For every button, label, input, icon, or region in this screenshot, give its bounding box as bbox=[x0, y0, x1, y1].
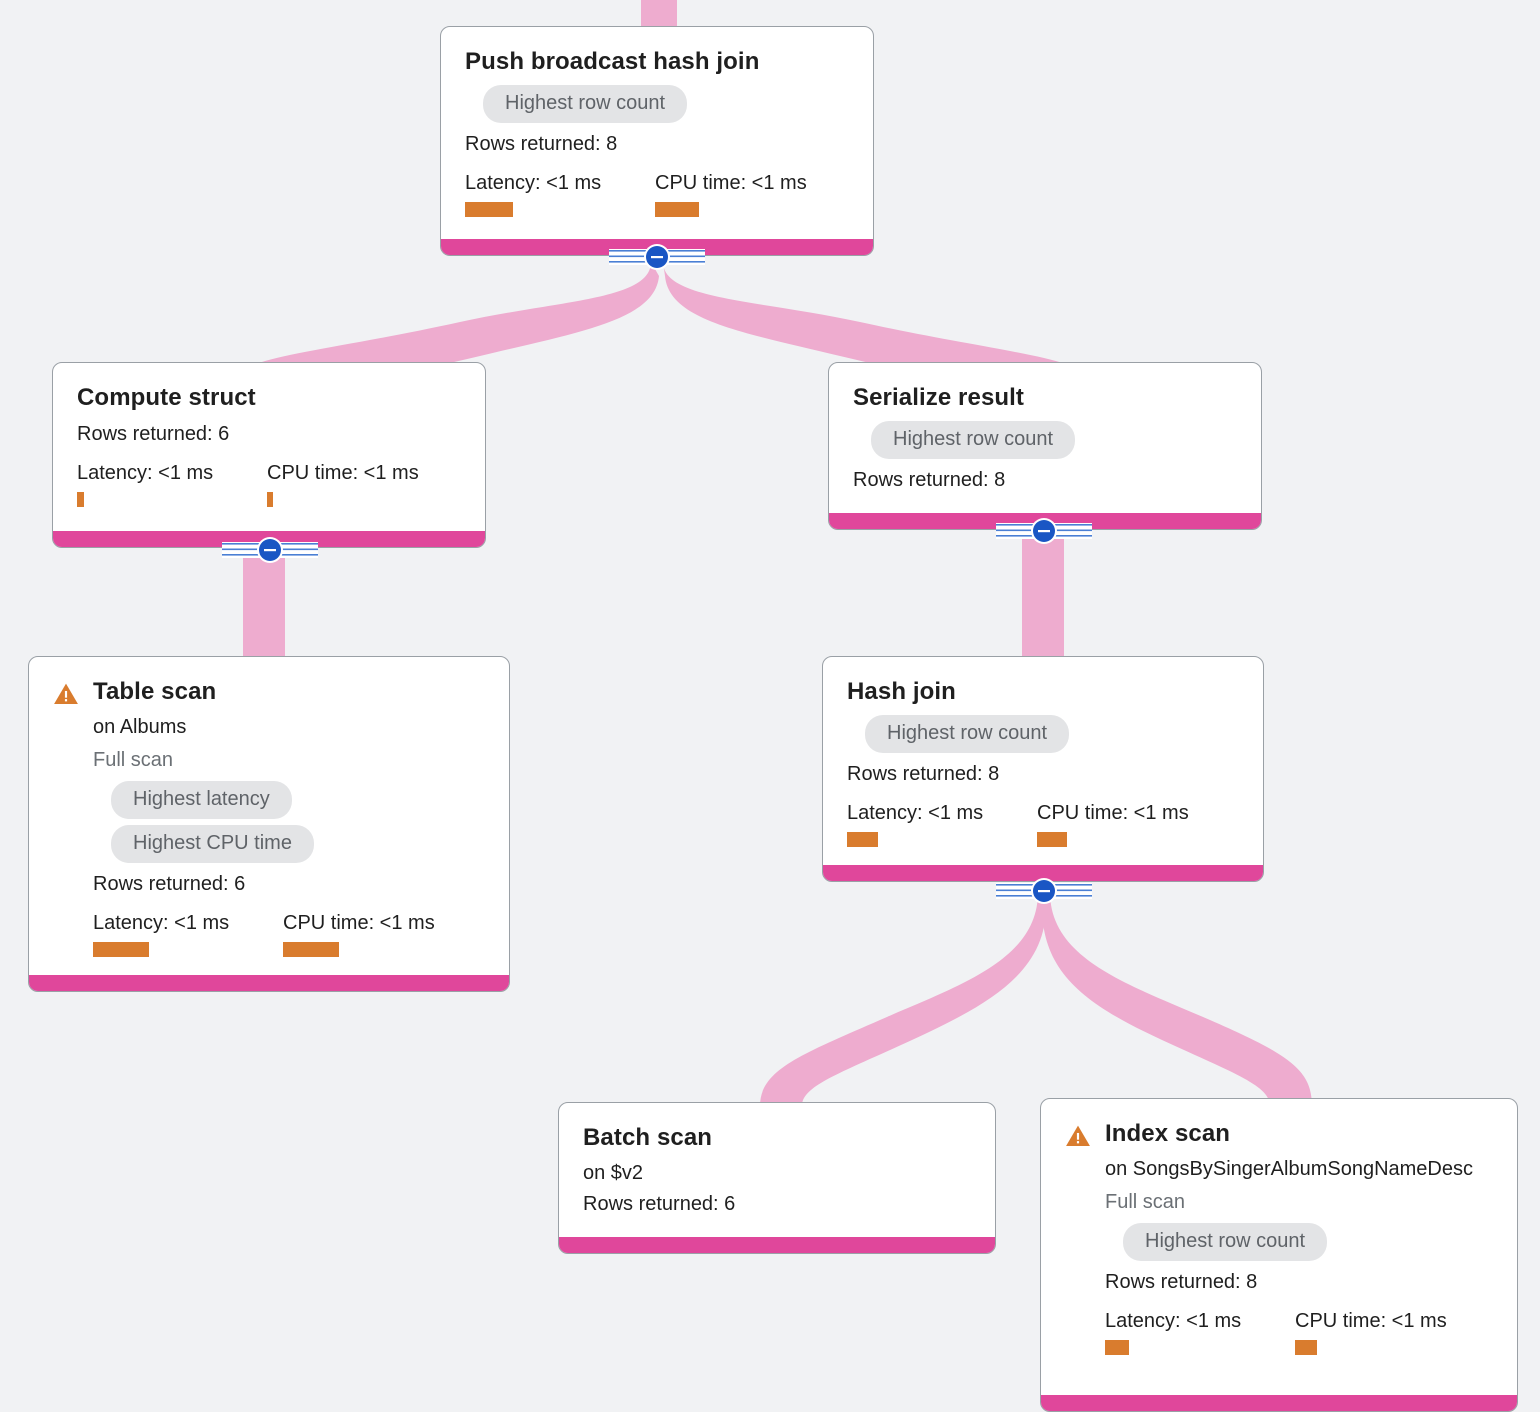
metrics-row: Latency: <1 ms CPU time: <1 ms bbox=[93, 912, 485, 957]
metric-cpu-time: CPU time: <1 ms bbox=[1037, 802, 1189, 847]
chip-highest-row-count[interactable]: Highest row count bbox=[865, 715, 1070, 753]
rows-returned: Rows returned: 6 bbox=[93, 873, 246, 895]
node-compute-struct[interactable]: Compute struct Rows returned: 6 Latency:… bbox=[52, 362, 486, 548]
metrics-row: Latency: <1 ms CPU time: <1 ms bbox=[1105, 1310, 1493, 1355]
node-title: Push broadcast hash join bbox=[465, 48, 760, 75]
node-title: Batch scan bbox=[583, 1124, 713, 1151]
rows-returned: Rows returned: 6 bbox=[77, 423, 230, 445]
node-batch-scan[interactable]: Batch scan on $v2 Rows returned: 6 bbox=[558, 1102, 996, 1254]
metrics-row: Latency: <1 ms CPU time: <1 ms bbox=[465, 172, 807, 217]
node-hash-join[interactable]: Hash join Highest row count Rows returne… bbox=[822, 656, 1264, 882]
metric-cpu-time-label: CPU time: <1 ms bbox=[655, 172, 807, 194]
rows-returned: Rows returned: 8 bbox=[847, 763, 1000, 785]
metric-cpu-time-bar bbox=[267, 492, 273, 507]
metric-cpu-time: CPU time: <1 ms bbox=[1295, 1310, 1447, 1355]
metric-cpu-time-label: CPU time: <1 ms bbox=[267, 462, 419, 484]
edge-hash-join-to-batch-scan bbox=[760, 892, 1046, 1106]
node-footer-bar bbox=[1041, 1395, 1517, 1411]
chip-highest-row-count[interactable]: Highest row count bbox=[1123, 1223, 1328, 1261]
metric-latency-bar bbox=[1105, 1340, 1129, 1355]
chip-highest-row-count[interactable]: Highest row count bbox=[871, 421, 1076, 459]
chip-row: Highest latency bbox=[93, 781, 485, 819]
node-footer-bar bbox=[559, 1237, 995, 1253]
rows-returned: Rows returned: 8 bbox=[853, 469, 1006, 491]
metric-cpu-time-bar bbox=[283, 942, 339, 957]
scan-target: on SongsBySingerAlbumSongNameDesc bbox=[1105, 1158, 1473, 1180]
metric-cpu-time: CPU time: <1 ms bbox=[267, 462, 419, 507]
node-title: Index scan bbox=[1105, 1120, 1231, 1147]
metric-cpu-time-bar bbox=[1037, 832, 1067, 847]
chip-row: Highest row count bbox=[847, 715, 1189, 753]
warning-triangle-icon bbox=[54, 683, 78, 704]
chip-highest-latency[interactable]: Highest latency bbox=[111, 781, 292, 819]
scan-target: on $v2 bbox=[583, 1162, 644, 1184]
node-title: Table scan bbox=[93, 678, 217, 705]
node-footer-bar bbox=[823, 865, 1263, 881]
chip-row: Highest row count bbox=[1105, 1223, 1493, 1261]
collapse-button-hash-join[interactable] bbox=[996, 878, 1092, 904]
metric-cpu-time-label: CPU time: <1 ms bbox=[1295, 1310, 1447, 1332]
node-table-scan[interactable]: Table scan on Albums Full scan Highest l… bbox=[28, 656, 510, 992]
metric-latency: Latency: <1 ms bbox=[847, 802, 1037, 847]
metric-cpu-time-label: CPU time: <1 ms bbox=[283, 912, 435, 934]
metric-cpu-time: CPU time: <1 ms bbox=[283, 912, 435, 957]
metric-latency-bar bbox=[847, 832, 878, 847]
node-title: Serialize result bbox=[853, 384, 1025, 411]
metric-cpu-time: CPU time: <1 ms bbox=[655, 172, 807, 217]
metric-latency-label: Latency: <1 ms bbox=[93, 912, 230, 934]
node-push-broadcast-hash-join[interactable]: Push broadcast hash join Highest row cou… bbox=[440, 26, 874, 256]
metrics-row: Latency: <1 ms CPU time: <1 ms bbox=[77, 462, 419, 507]
chip-row: Highest row count bbox=[853, 421, 1076, 459]
node-title: Compute struct bbox=[77, 384, 256, 411]
collapse-button-push-broadcast-hash-join[interactable] bbox=[609, 244, 705, 270]
metric-latency: Latency: <1 ms bbox=[1105, 1310, 1295, 1355]
metric-latency-bar bbox=[465, 202, 513, 217]
metric-latency-bar bbox=[93, 942, 149, 957]
node-index-scan[interactable]: Index scan on SongsBySingerAlbumSongName… bbox=[1040, 1098, 1518, 1412]
chip-highest-cpu-time[interactable]: Highest CPU time bbox=[111, 825, 314, 863]
scan-type: Full scan bbox=[93, 749, 174, 771]
metric-cpu-time-label: CPU time: <1 ms bbox=[1037, 802, 1189, 824]
metric-cpu-time-bar bbox=[1295, 1340, 1317, 1355]
metric-latency-bar bbox=[77, 492, 84, 507]
edge-compute-struct-to-table-scan bbox=[243, 548, 285, 664]
rows-returned: Rows returned: 8 bbox=[1105, 1271, 1258, 1293]
rows-returned: Rows returned: 6 bbox=[583, 1193, 736, 1215]
collapse-button-serialize-result[interactable] bbox=[996, 518, 1092, 544]
edge-serialize-result-to-hash-join bbox=[1022, 530, 1064, 664]
edge-hash-join-to-index-scan bbox=[1042, 892, 1312, 1106]
node-title: Hash join bbox=[847, 678, 956, 705]
metric-latency-label: Latency: <1 ms bbox=[1105, 1310, 1242, 1332]
metrics-row: Latency: <1 ms CPU time: <1 ms bbox=[847, 802, 1189, 847]
chip-row: Highest CPU time bbox=[93, 825, 485, 863]
node-serialize-result[interactable]: Serialize result Highest row count Rows … bbox=[828, 362, 1262, 530]
metric-latency: Latency: <1 ms bbox=[93, 912, 283, 957]
chip-highest-row-count[interactable]: Highest row count bbox=[483, 85, 688, 123]
rows-returned: Rows returned: 8 bbox=[465, 133, 618, 155]
scan-type: Full scan bbox=[1105, 1191, 1186, 1213]
node-footer-bar bbox=[29, 975, 509, 991]
metric-latency-label: Latency: <1 ms bbox=[465, 172, 602, 194]
metric-cpu-time-bar bbox=[655, 202, 699, 217]
metric-latency: Latency: <1 ms bbox=[77, 462, 267, 507]
chip-row: Highest row count bbox=[465, 85, 807, 123]
metric-latency-label: Latency: <1 ms bbox=[847, 802, 984, 824]
metric-latency: Latency: <1 ms bbox=[465, 172, 655, 217]
edge-root-stub bbox=[641, 0, 677, 28]
scan-target: on Albums bbox=[93, 716, 187, 738]
metric-latency-label: Latency: <1 ms bbox=[77, 462, 214, 484]
collapse-button-compute-struct[interactable] bbox=[222, 537, 318, 563]
warning-triangle-icon bbox=[1066, 1125, 1090, 1146]
